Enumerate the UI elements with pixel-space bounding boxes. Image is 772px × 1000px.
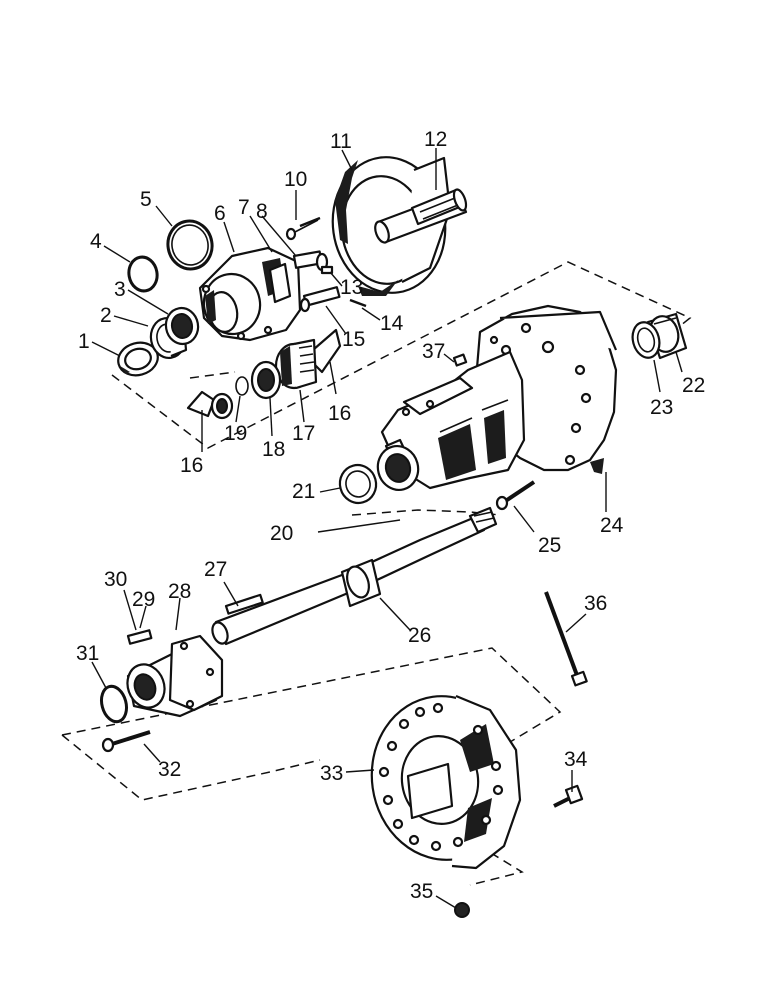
part-13-pin <box>320 265 334 275</box>
part-23-bearing-cup <box>631 321 661 359</box>
part-9-pin <box>285 219 319 241</box>
part-25-bolt <box>495 480 536 511</box>
callout-8: 8 <box>256 200 268 223</box>
callout-30: 30 <box>104 568 127 591</box>
part-14-pin <box>349 298 367 308</box>
callout-11: 11 <box>330 130 352 153</box>
part-31-snap-ring <box>100 684 128 724</box>
part-29-30-key <box>126 629 153 645</box>
part-36-long-stud <box>544 591 588 687</box>
part-15-shaft-pin <box>299 286 341 313</box>
callout-29: 29 <box>132 588 155 611</box>
part-26-axle-shaft <box>211 506 498 646</box>
part-28-hub <box>126 634 224 718</box>
callout-32: 32 <box>158 758 181 781</box>
part-6-planet-carrier <box>198 246 302 342</box>
callout-17: 17 <box>292 422 315 445</box>
callout-26: 26 <box>408 624 431 647</box>
callout-6: 6 <box>214 202 226 225</box>
callout-7: 7 <box>238 196 250 219</box>
part-4-snap-ring <box>127 255 159 293</box>
callout-36: 36 <box>584 592 607 615</box>
part-27-key <box>224 593 264 615</box>
callout-4: 4 <box>90 230 102 253</box>
callout-31: 31 <box>76 642 99 665</box>
part-32-bolt <box>101 730 151 753</box>
callout-18: 18 <box>262 438 285 461</box>
callout-19: 19 <box>224 422 247 445</box>
callout-21: 21 <box>292 480 315 503</box>
part-21-seal <box>338 445 420 505</box>
callout-16-lower: 16 <box>180 454 203 477</box>
callout-15: 15 <box>342 328 365 351</box>
part-19-washer <box>235 376 249 396</box>
callout-14: 14 <box>380 312 404 335</box>
callout-24: 24 <box>600 514 624 537</box>
leader-lines <box>91 148 683 909</box>
callout-10: 10 <box>284 168 307 191</box>
part-37-plug <box>452 353 468 367</box>
part-34-wheel-bolt <box>553 784 584 808</box>
callout-2: 2 <box>100 304 112 327</box>
callout-5: 5 <box>140 188 152 211</box>
part-18-needle-bearing <box>250 360 282 400</box>
callout-1: 1 <box>78 330 90 353</box>
callout-34: 34 <box>564 748 588 771</box>
callout-22: 22 <box>682 374 705 397</box>
callout-37: 37 <box>422 340 445 363</box>
callout-16-upper: 16 <box>328 402 351 425</box>
callout-27: 27 <box>204 558 227 581</box>
callout-25: 25 <box>538 534 561 557</box>
callout-23: 23 <box>650 396 673 419</box>
callout-numbers: 1 2 3 4 5 6 7 8 10 11 12 13 14 15 16 16 … <box>76 128 705 903</box>
part-10-pin <box>299 216 321 228</box>
callout-13: 13 <box>340 276 363 299</box>
callout-28: 28 <box>168 580 191 603</box>
part-small-gear <box>210 392 234 420</box>
callout-20: 20 <box>270 522 293 545</box>
part-1-seal <box>117 341 159 377</box>
part-12-sun-gear-shaft <box>374 188 468 244</box>
part-33-wheel-flange <box>370 694 522 870</box>
callout-35: 35 <box>410 880 433 903</box>
part-17-planet-gear <box>274 338 318 390</box>
part-5-retaining-ring <box>166 219 214 271</box>
part-35-nut <box>454 902 470 918</box>
part-3-bearing-cone <box>164 306 200 346</box>
callout-3: 3 <box>114 278 126 301</box>
callout-33: 33 <box>320 762 343 785</box>
part-16-thrust-washer-b <box>186 390 216 418</box>
callout-12: 12 <box>424 128 447 151</box>
